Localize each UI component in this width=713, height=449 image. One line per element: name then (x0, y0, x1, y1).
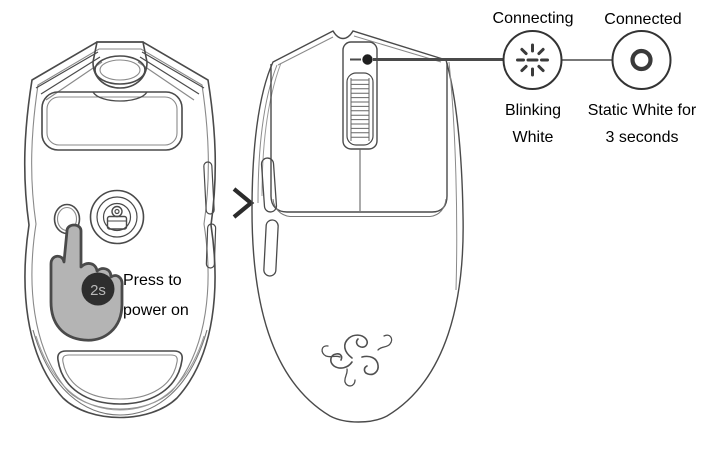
connected-description: Static White for 3 seconds (577, 97, 707, 151)
status-callout (373, 30, 672, 90)
connecting-state-circle (502, 30, 563, 90)
wheel-slot (346, 72, 374, 146)
connected-desc-line2: 3 seconds (605, 129, 679, 146)
button-plate-edge-inner (272, 198, 447, 217)
power-instruction: Press to power on (123, 266, 223, 326)
static-white-icon (630, 48, 653, 72)
top-foot-notch (92, 91, 148, 102)
sensor (89, 189, 145, 245)
side-button-profile-2 (205, 223, 217, 269)
connecting-title: Connecting (492, 10, 574, 27)
bottom-arc-detail-2 (35, 335, 205, 411)
connected-desc-line1: Static White for (587, 102, 697, 119)
bottom-foot (57, 350, 183, 405)
button-plate-edge (270, 63, 448, 213)
connecting-desc-line1: Blinking (504, 102, 562, 119)
duration-badge: 2s (81, 272, 115, 306)
nose-oval-inner (99, 59, 141, 81)
bottom-arc-detail (32, 329, 208, 416)
power-instruction-line2: power on (123, 302, 189, 319)
left-edge-detail (257, 64, 278, 204)
side-button-1 (260, 157, 278, 213)
razer-logo (321, 334, 393, 387)
front-edge-hatching (35, 51, 205, 101)
top-foot-opening-inner (46, 96, 178, 146)
power-instruction-line1: Press to (123, 272, 182, 289)
left-button-inner-edge (277, 36, 334, 66)
mouse-bottom-inner-outline (31, 48, 209, 410)
chevron-right-icon (232, 187, 255, 219)
nose-oval (94, 55, 146, 85)
right-button-inner-edge (353, 35, 442, 63)
connecting-desc-line2: White (512, 129, 554, 146)
led-indicator (350, 54, 373, 65)
connecting-description: Blinking White (482, 97, 584, 151)
mouse-bottom-view: 2s (23, 41, 217, 419)
connected-state-circle (611, 30, 672, 90)
right-edge-detail (448, 61, 458, 291)
side-button-2 (263, 219, 279, 277)
mouse-top-outline (251, 30, 464, 423)
connected-title: Connected (604, 11, 682, 28)
mouse-top-view (251, 30, 464, 423)
blinking-white-icon (516, 43, 549, 77)
scroll-wheel (350, 78, 370, 141)
top-foot-opening (41, 91, 183, 151)
mouse-bottom-outline (23, 41, 217, 419)
hold-duration-text: 2s (90, 282, 106, 299)
side-button-profile-1 (203, 161, 215, 215)
